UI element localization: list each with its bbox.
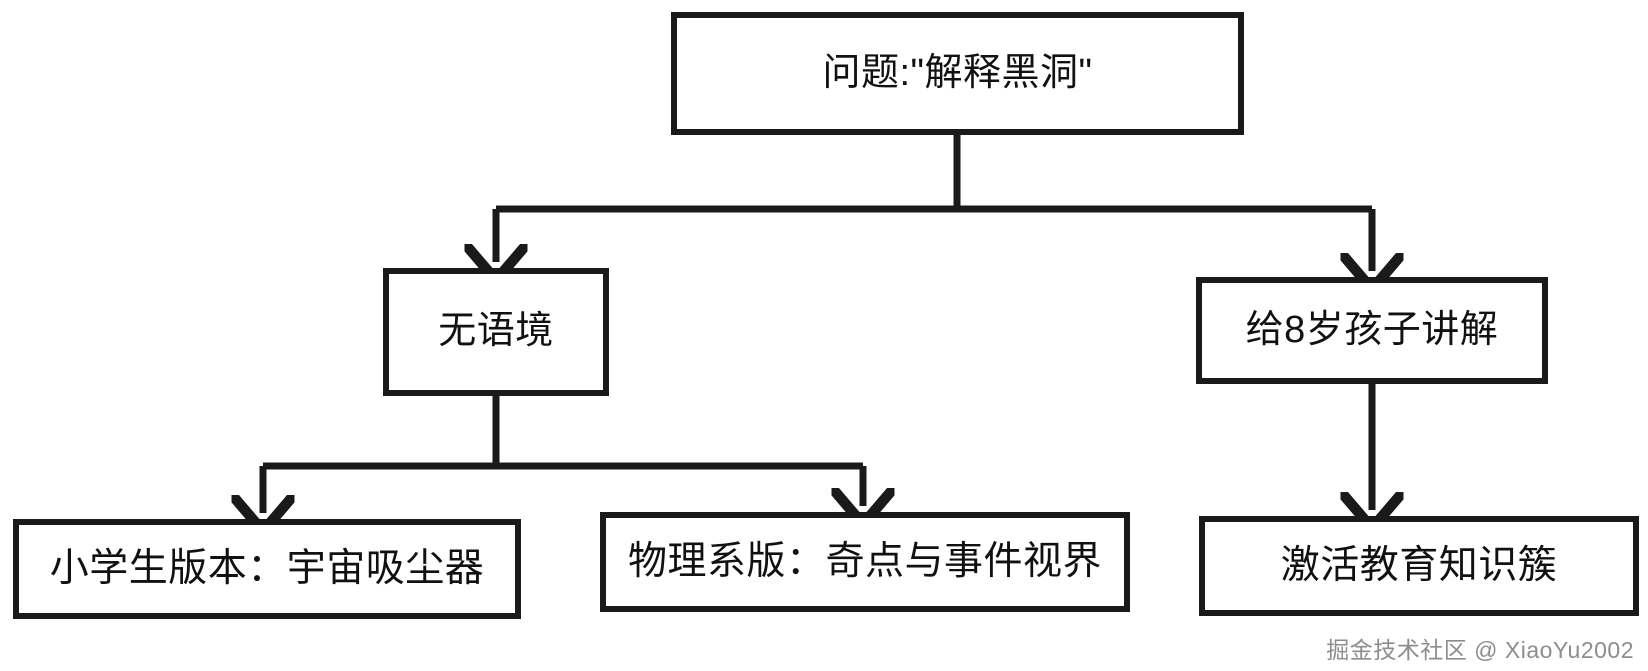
node-activate-education-cluster[interactable]: 激活教育知识簇 xyxy=(1199,516,1639,616)
node-physics-version[interactable]: 物理系版：奇点与事件视界 xyxy=(600,512,1130,612)
node-elementary-version[interactable]: 小学生版本：宇宙吸尘器 xyxy=(13,519,521,619)
node-label: 给8岁孩子讲解 xyxy=(1245,308,1499,351)
node-label: 问题:"解释黑洞" xyxy=(822,51,1093,94)
node-question-root[interactable]: 问题:"解释黑洞" xyxy=(671,12,1244,135)
node-label: 激活教育知识簇 xyxy=(1280,543,1558,587)
node-no-context[interactable]: 无语境 xyxy=(383,268,609,396)
node-label: 无语境 xyxy=(438,310,554,353)
node-label: 物理系版：奇点与事件视界 xyxy=(627,539,1102,583)
node-label: 小学生版本：宇宙吸尘器 xyxy=(49,546,485,590)
node-child-audience[interactable]: 给8岁孩子讲解 xyxy=(1196,277,1548,384)
